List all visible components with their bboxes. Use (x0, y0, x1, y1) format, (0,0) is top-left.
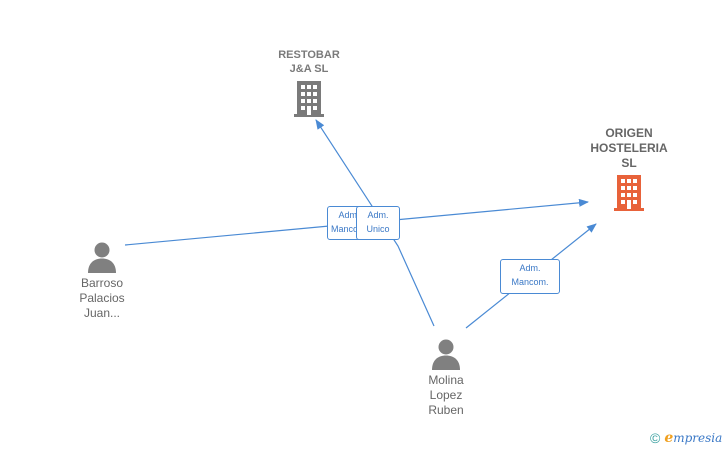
edge-label-molina-restobar[interactable]: Adm. Unico (356, 206, 400, 240)
building-icon (614, 175, 644, 211)
person-node-molina[interactable]: Molina Lopez Ruben (404, 338, 488, 418)
person-node-barroso[interactable]: Barroso Palacios Juan... (60, 241, 144, 321)
edge-molina-restobar (315, 119, 435, 327)
person-icon (432, 339, 460, 370)
company-name-restobar: RESTOBAR J&A SL (278, 49, 340, 75)
company-node-origen[interactable]: ORIGEN HOSTELERIA SL (569, 126, 689, 211)
person-name-barroso: Barroso Palacios Juan... (79, 276, 125, 320)
copyright-symbol: © (650, 430, 661, 446)
company-node-restobar[interactable]: RESTOBAR J&A SL (259, 48, 359, 117)
person-icon (88, 242, 116, 273)
brand-watermark: © empresia (650, 429, 722, 447)
edge-label-molina-origen[interactable]: Adm. Mancom. (500, 259, 560, 294)
company-name-origen: ORIGEN HOSTELERIA SL (590, 126, 668, 170)
person-name-molina: Molina Lopez Ruben (428, 373, 464, 417)
building-icon (294, 81, 324, 117)
brand-logo: empresia (664, 430, 723, 446)
